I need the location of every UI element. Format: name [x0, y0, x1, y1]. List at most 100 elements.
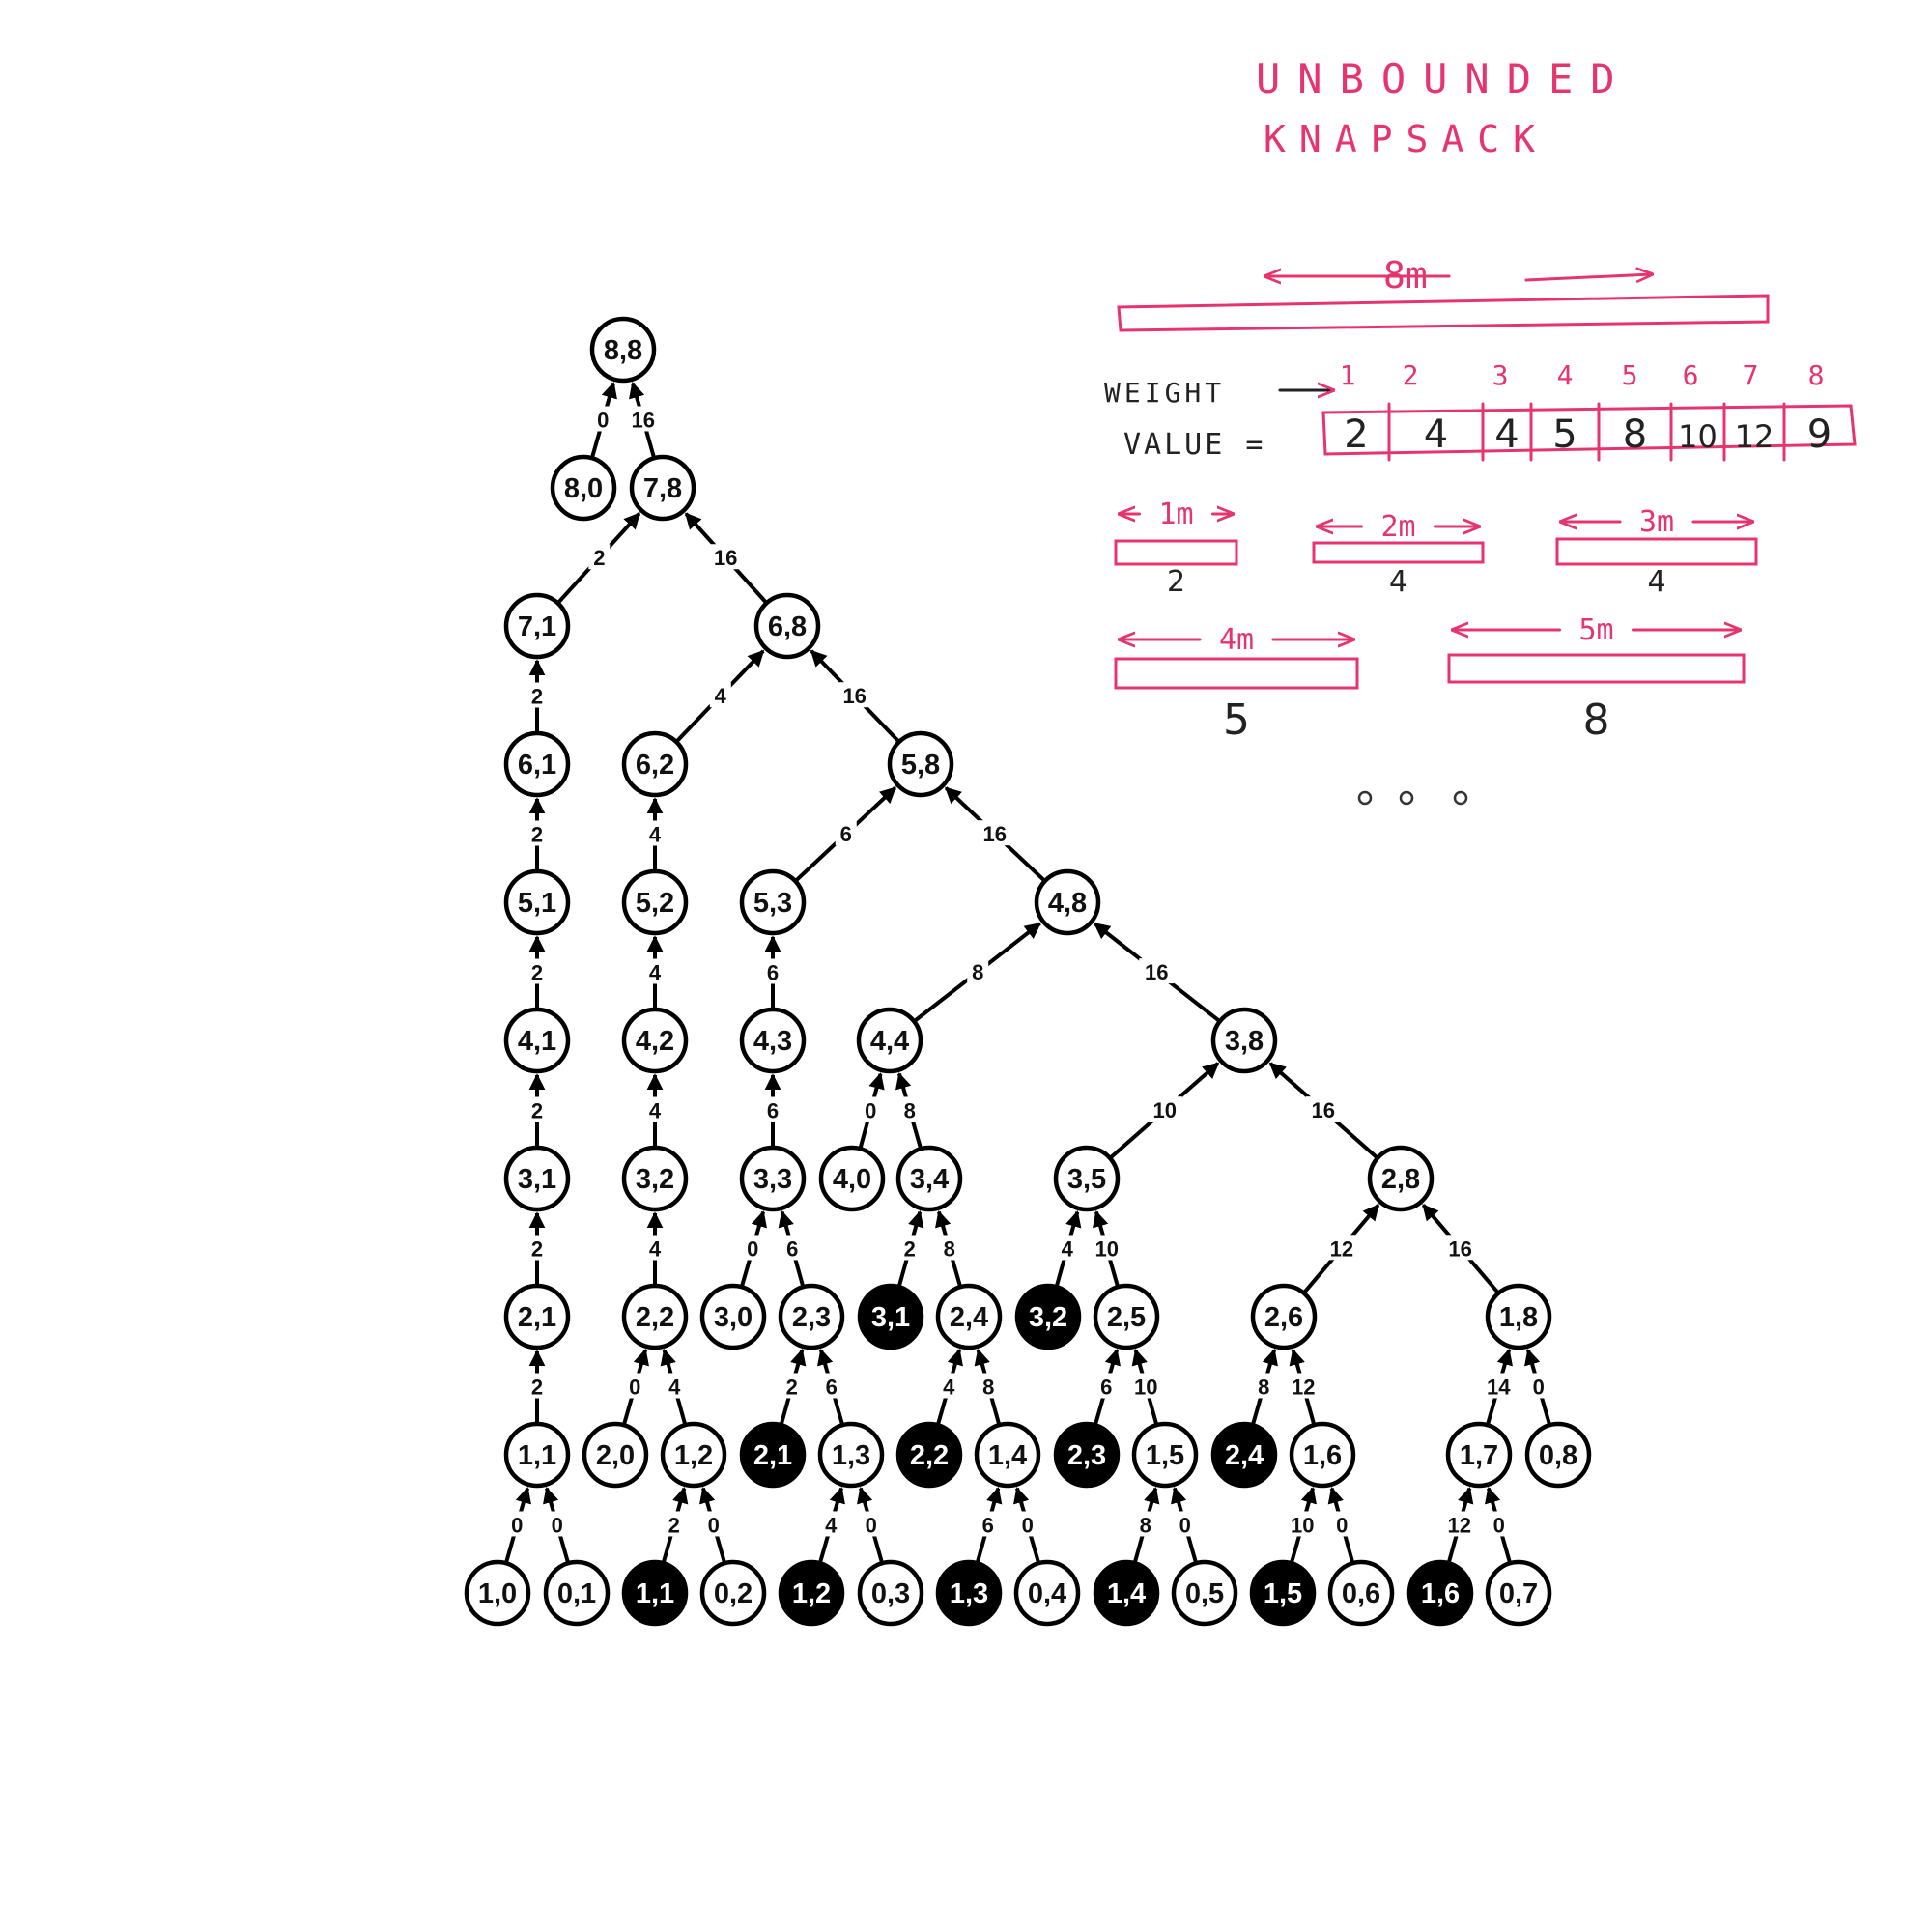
piece-value: 5	[1223, 696, 1250, 745]
node-circle	[739, 1145, 807, 1212]
edge-label-background	[967, 958, 989, 984]
tree-edge: 0	[857, 1486, 884, 1562]
tree-node: 3,0	[699, 1283, 767, 1350]
edge-label-background	[978, 1373, 1000, 1399]
node-label: 1,2	[792, 1578, 831, 1609]
tree-edge: 6	[1094, 1348, 1121, 1424]
node-circle	[621, 1007, 689, 1074]
edge-weight-label: 4	[649, 1237, 662, 1262]
tree-edge: 4	[644, 797, 666, 869]
tree-node: 0,3	[857, 1559, 924, 1627]
tree-node: 4,3	[739, 1007, 807, 1074]
tree-edge: 16	[684, 512, 767, 604]
edge-label-background	[708, 544, 744, 570]
tree-node: 1,0	[464, 1559, 531, 1627]
edge-weight-label: 16	[1448, 1236, 1471, 1261]
edge-label-background	[1128, 1373, 1164, 1399]
tree-node: 3,8	[1210, 1007, 1278, 1074]
edge-label-background	[709, 682, 731, 708]
tree-edge: 0	[543, 1486, 570, 1562]
edge-weight-label: 8	[982, 1375, 994, 1399]
edge-label-background	[526, 1373, 548, 1399]
tree-edge: 16	[1268, 1062, 1378, 1158]
piece-bar	[1447, 653, 1746, 684]
tree-node: 0,6	[1327, 1559, 1395, 1627]
node-circle	[887, 730, 954, 798]
edge-label-background	[762, 958, 783, 984]
value-label: VALUE =	[1123, 428, 1265, 462]
tree-edge: 8	[935, 1209, 962, 1286]
tree-node: 6,2	[621, 730, 689, 798]
weight-5: 5	[1622, 359, 1638, 391]
tree-edge: 2	[897, 1210, 924, 1286]
node-circle	[503, 1007, 571, 1074]
node-circle	[543, 1559, 611, 1627]
edge-weight-label: 4	[649, 961, 662, 985]
node-circle	[1093, 1559, 1160, 1627]
value-cell-6: 10	[1678, 418, 1718, 455]
node-label: 4,2	[636, 1026, 674, 1057]
tree-edge: 8	[895, 1071, 923, 1148]
edge-label-background	[1331, 1511, 1353, 1537]
piece-bar	[1114, 657, 1359, 690]
tree-node: 4,1	[503, 1007, 571, 1074]
tree-edge: 0	[740, 1209, 767, 1286]
node-circle	[1485, 1283, 1552, 1350]
node-label: 3,5	[1067, 1164, 1106, 1195]
node-label: 2,1	[753, 1440, 792, 1471]
edge-label-background	[588, 544, 611, 570]
node-label: 4,4	[870, 1026, 909, 1057]
tree-edge: 10	[1128, 1349, 1164, 1424]
tree-edge: 12	[1441, 1487, 1477, 1562]
node-label: 0,6	[1342, 1578, 1380, 1609]
edge-label-background	[898, 1235, 921, 1261]
edge-label-background	[624, 1373, 646, 1399]
piece-value: 4	[1647, 565, 1665, 599]
node-circle	[1445, 1421, 1513, 1489]
node-label: 6,8	[768, 611, 807, 642]
node-label: 8,0	[564, 473, 603, 504]
weight-3: 3	[1492, 359, 1509, 391]
node-label: 0,7	[1499, 1578, 1538, 1609]
edge-label-background	[860, 1511, 882, 1537]
edge-weight-label: 4	[943, 1375, 955, 1399]
tree-edge: 0	[1485, 1486, 1512, 1562]
edge-weight-label: 0	[511, 1513, 523, 1537]
piece-length: 4m	[1219, 623, 1254, 657]
tree-node: 4,4	[856, 1007, 923, 1074]
tree-node-filled: 3,2	[1014, 1283, 1082, 1350]
edge-weight-label: 0	[1179, 1513, 1191, 1537]
edge-weight-label: 2	[531, 1099, 543, 1123]
weight-2: 2	[1403, 359, 1419, 391]
tree-edge: 16	[810, 649, 899, 742]
value-cell-8: 9	[1807, 412, 1832, 457]
tree-node: 0,5	[1171, 1559, 1238, 1627]
piece-length: 5m	[1578, 613, 1613, 647]
node-circle	[856, 1007, 923, 1074]
tree-node: 5,2	[621, 868, 689, 936]
node-label: 4,1	[518, 1026, 556, 1057]
tree-node: 0,1	[543, 1559, 611, 1627]
node-circle	[503, 1145, 571, 1212]
node-circle	[1327, 1559, 1395, 1627]
node-label: 2,1	[518, 1302, 556, 1333]
node-label: 1,1	[518, 1440, 556, 1471]
node-circle	[1210, 1007, 1278, 1074]
weight-8: 8	[1808, 359, 1825, 391]
node-label: 0,4	[1028, 1578, 1066, 1609]
tree-node: 1,6	[1289, 1421, 1356, 1489]
edge-label-background	[938, 1235, 960, 1261]
edge-label-background	[546, 1511, 568, 1537]
tree-node-filled: 1,5	[1249, 1559, 1317, 1627]
edge-label-background	[1488, 1511, 1510, 1537]
edge-weight-label: 2	[531, 685, 543, 709]
tree-node: 0,4	[1013, 1559, 1081, 1627]
edge-label-background	[1174, 1511, 1196, 1537]
edge-weight-label: 8	[904, 1098, 916, 1122]
node-label: 5,8	[901, 750, 940, 781]
piece-bar	[1312, 541, 1485, 564]
tree-edge: 4	[936, 1348, 963, 1424]
